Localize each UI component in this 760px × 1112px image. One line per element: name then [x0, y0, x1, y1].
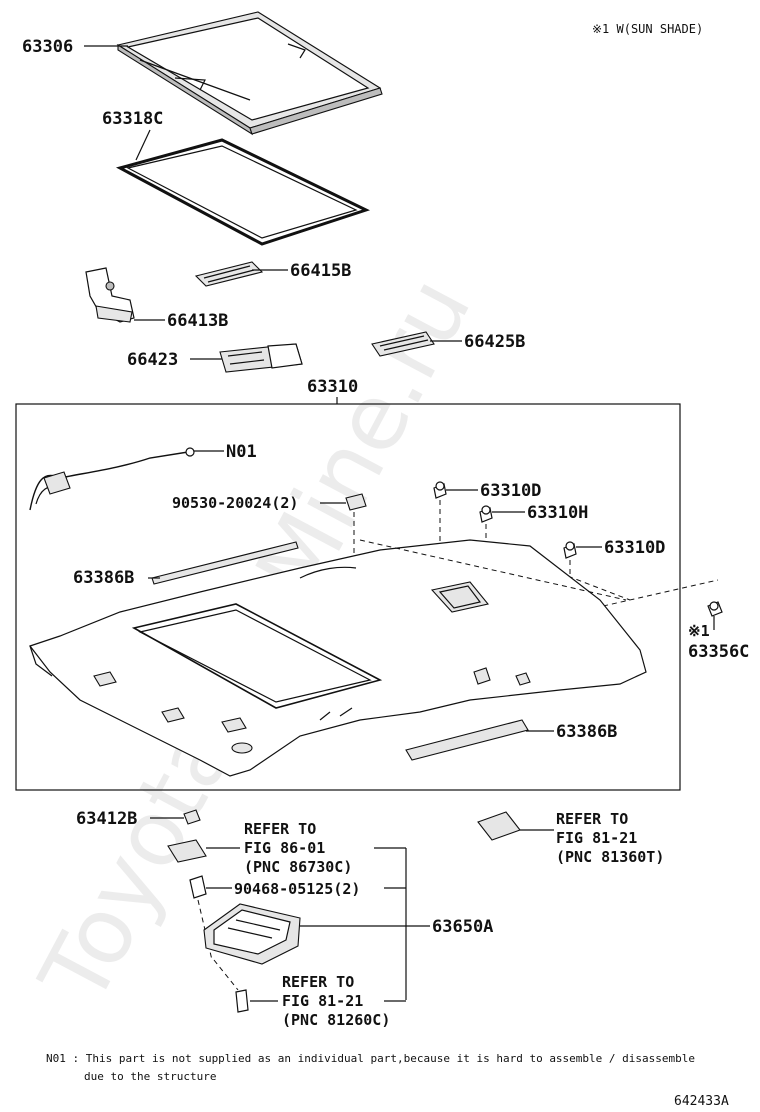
label-63386b-a: 63386B	[73, 568, 134, 588]
footnote-line2: due to the structure	[84, 1070, 216, 1083]
refer-to-3-line1: REFER TO	[556, 810, 628, 828]
lamp-86730c-part	[167, 839, 207, 863]
label-90468-05125: 90468-05125(2)	[234, 880, 360, 898]
refer-to-1-line2: FIG 86-01	[244, 839, 325, 857]
trim-strip-63386b-a-part	[151, 541, 299, 585]
trim-strip-63386b-b-part	[405, 719, 529, 761]
label-66425b: 66425B	[464, 332, 525, 352]
refer-to-1-line1: REFER TO	[244, 820, 316, 838]
footnote-line1: N01 : This part is not supplied as an in…	[46, 1052, 695, 1065]
label-63318c: 63318C	[102, 109, 163, 129]
label-63356c: 63356C	[688, 642, 749, 662]
refer-to-2-line3: (PNC 81260C)	[282, 1011, 390, 1029]
clip-63310d-b-part	[563, 541, 577, 559]
label-66415b: 66415B	[290, 261, 351, 281]
refer-to-1-line3: (PNC 86730C)	[244, 858, 352, 876]
label-63310h: 63310H	[527, 503, 588, 523]
bulb-81260c-part	[235, 989, 249, 1013]
headliner-assembly-frame	[15, 403, 681, 791]
clip-63310h-part	[479, 505, 493, 523]
label-63306: 63306	[22, 37, 73, 57]
refer-to-2-line1: REFER TO	[282, 973, 354, 991]
label-90530-20024: 90530-20024(2)	[172, 494, 298, 512]
refer-to-3-line2: FIG 81-21	[556, 829, 637, 847]
bracket-66425b-part	[371, 331, 435, 357]
clip-63356c-part	[707, 601, 723, 617]
label-63310: 63310	[307, 377, 358, 397]
hinge-66413b-part	[85, 267, 135, 323]
clip-63412b-part	[183, 809, 201, 825]
lamp-81360t-part	[477, 811, 521, 841]
label-n01: N01	[226, 442, 257, 462]
wire-harness-n01-part	[29, 447, 195, 511]
refer-to-3-line3: (PNC 81360T)	[556, 848, 664, 866]
clip-63310d-a-part	[433, 481, 447, 499]
diagram-id: 642433A	[674, 1094, 729, 1109]
label-63310d-b: 63310D	[604, 538, 665, 558]
label-66413b: 66413B	[167, 311, 228, 331]
header-note: ※1 W(SUN SHADE)	[592, 22, 703, 36]
sun-shade-part	[116, 11, 383, 136]
screw-90468-part	[189, 875, 207, 899]
label-63650a: 63650A	[432, 917, 493, 937]
label-63310d-a: 63310D	[480, 481, 541, 501]
refer-to-2-line2: FIG 81-21	[282, 992, 363, 1010]
label-66423: 66423	[127, 350, 178, 370]
console-63650a-part	[203, 903, 301, 965]
note-mark: ※1	[688, 622, 710, 640]
pad-90530-part	[345, 493, 367, 511]
label-63412b: 63412B	[76, 809, 137, 829]
label-63386b-b: 63386B	[556, 722, 617, 742]
seal-ring-part	[115, 138, 370, 246]
headliner-body-part	[29, 539, 647, 777]
bracket-66423-part	[219, 343, 303, 373]
bracket-66415b-part	[194, 261, 264, 287]
